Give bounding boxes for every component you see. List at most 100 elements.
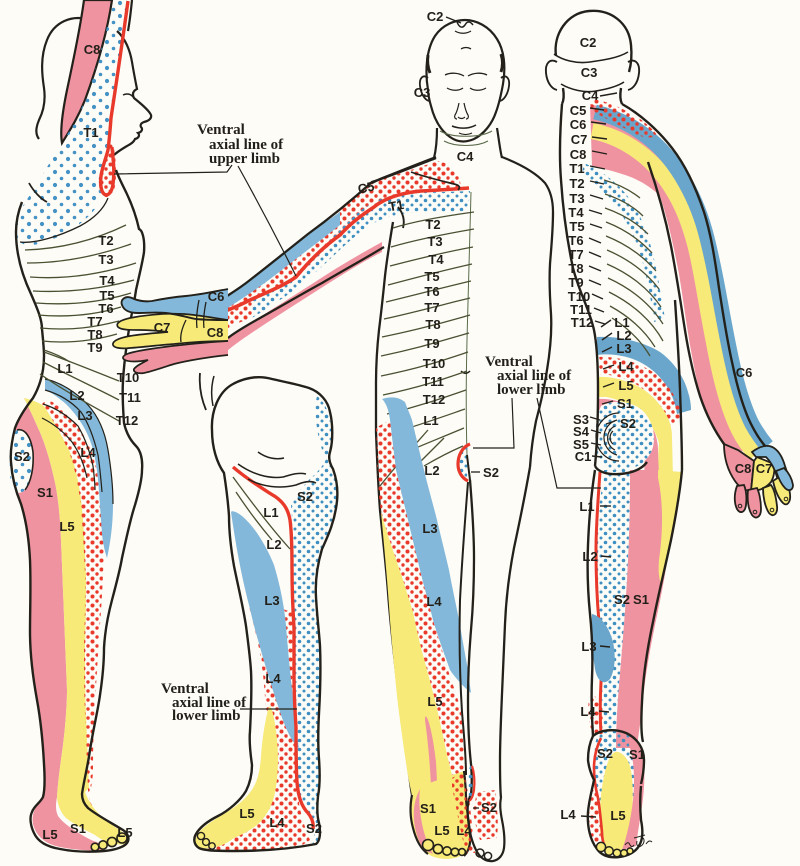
svg-text:L4: L4: [560, 807, 576, 822]
svg-text:C6: C6: [208, 289, 225, 304]
svg-text:C3: C3: [581, 65, 598, 80]
svg-text:T12: T12: [116, 413, 138, 428]
svg-text:T9: T9: [87, 340, 102, 355]
svg-text:C8: C8: [570, 147, 587, 162]
svg-text:T11: T11: [570, 302, 592, 317]
svg-text:T7: T7: [424, 300, 439, 315]
svg-text:T6: T6: [424, 284, 439, 299]
svg-text:L5: L5: [610, 808, 625, 823]
svg-text:T2: T2: [425, 217, 440, 232]
svg-text:S2: S2: [620, 416, 636, 431]
svg-text:L5: L5: [618, 378, 633, 393]
svg-text:T10: T10: [423, 356, 445, 371]
svg-text:T9: T9: [424, 336, 439, 351]
svg-text:S2: S2: [483, 465, 499, 480]
svg-text:S3: S3: [573, 412, 589, 427]
svg-text:C2: C2: [580, 35, 597, 50]
svg-text:C7: C7: [756, 461, 773, 476]
svg-text:C7: C7: [154, 320, 171, 335]
svg-text:L5: L5: [239, 806, 254, 821]
svg-text:T2: T2: [569, 176, 584, 191]
svg-text:C1: C1: [575, 449, 592, 464]
svg-text:L4: L4: [426, 594, 442, 609]
svg-text:T1: T1: [569, 161, 584, 176]
svg-text:C7: C7: [571, 132, 588, 147]
svg-text:T12: T12: [423, 392, 445, 407]
svg-text:L4: L4: [580, 704, 596, 719]
svg-text:L5: L5: [117, 825, 132, 840]
svg-text:T5: T5: [99, 288, 114, 303]
svg-text:C3: C3: [414, 85, 431, 100]
svg-text:L2: L2: [582, 549, 597, 564]
svg-text:L3: L3: [616, 341, 631, 356]
svg-text:T8: T8: [87, 327, 102, 342]
svg-text:L1: L1: [263, 505, 278, 520]
svg-text:T6: T6: [568, 233, 583, 248]
svg-text:S2: S2: [297, 489, 313, 504]
svg-text:T3: T3: [569, 191, 584, 206]
svg-text:S1: S1: [617, 396, 633, 411]
svg-text:L4: L4: [456, 823, 472, 838]
svg-text:C8: C8: [735, 461, 752, 476]
svg-text:T10: T10: [568, 289, 590, 304]
svg-text:S2: S2: [481, 800, 497, 815]
svg-text:L3: L3: [422, 521, 437, 536]
svg-text:L3: L3: [581, 639, 596, 654]
svg-text:C8: C8: [84, 42, 101, 57]
svg-text:T4: T4: [428, 252, 444, 267]
svg-text:T6: T6: [98, 301, 113, 316]
svg-text:L3: L3: [264, 593, 279, 608]
svg-text:C5: C5: [570, 103, 587, 118]
svg-text:L2: L2: [69, 388, 84, 403]
svg-text:Ventral: Ventral: [485, 354, 533, 370]
svg-text:L2: L2: [266, 537, 281, 552]
svg-text:L2: L2: [616, 328, 631, 343]
svg-text:axial line of: axial line of: [497, 368, 572, 384]
svg-text:L5: L5: [59, 519, 74, 534]
svg-text:C6: C6: [570, 117, 587, 132]
svg-text:Ventral: Ventral: [197, 122, 245, 138]
svg-text:T10: T10: [117, 370, 139, 385]
svg-text:lower limb: lower limb: [497, 382, 565, 398]
svg-text:S2: S2: [14, 449, 30, 464]
svg-text:S2: S2: [614, 592, 630, 607]
svg-text:T8: T8: [568, 261, 583, 276]
svg-text:S1: S1: [420, 801, 436, 816]
svg-text:L5: L5: [434, 823, 449, 838]
svg-text:T1: T1: [387, 197, 405, 214]
svg-text:S4: S4: [573, 424, 590, 439]
svg-text:S1: S1: [633, 592, 649, 607]
svg-text:C8: C8: [207, 325, 224, 340]
svg-text:upper limb: upper limb: [209, 151, 280, 167]
svg-text:C4: C4: [582, 88, 599, 103]
svg-text:L4: L4: [265, 671, 281, 686]
svg-text:S1: S1: [37, 485, 53, 500]
svg-text:T5: T5: [424, 269, 439, 284]
svg-text:T11: T11: [422, 374, 444, 389]
svg-text:S2: S2: [306, 821, 322, 836]
svg-text:T1: T1: [83, 125, 98, 140]
svg-text:L4: L4: [80, 445, 96, 460]
svg-text:T5: T5: [569, 219, 584, 234]
svg-text:lower limb: lower limb: [172, 708, 240, 724]
svg-text:C6: C6: [736, 365, 753, 380]
svg-text:T3: T3: [98, 252, 113, 267]
svg-text:T4: T4: [568, 205, 584, 220]
svg-text:L1: L1: [614, 315, 629, 330]
svg-text:Ventral: Ventral: [161, 681, 209, 697]
svg-text:L3: L3: [77, 408, 92, 423]
svg-text:S1: S1: [629, 747, 645, 762]
svg-text:L2: L2: [424, 463, 439, 478]
svg-text:L4: L4: [269, 815, 285, 830]
svg-text:T11: T11: [119, 390, 141, 405]
svg-text:C2: C2: [427, 9, 444, 24]
svg-text:T12: T12: [571, 315, 593, 330]
svg-text:C4: C4: [457, 149, 474, 164]
svg-text:T4: T4: [99, 273, 115, 288]
svg-text:S1: S1: [70, 821, 86, 836]
svg-text:L5: L5: [427, 694, 442, 709]
svg-text:axial line of: axial line of: [209, 137, 284, 153]
svg-text:T7: T7: [87, 314, 102, 329]
svg-text:L5: L5: [42, 827, 57, 842]
svg-text:L1: L1: [57, 361, 72, 376]
